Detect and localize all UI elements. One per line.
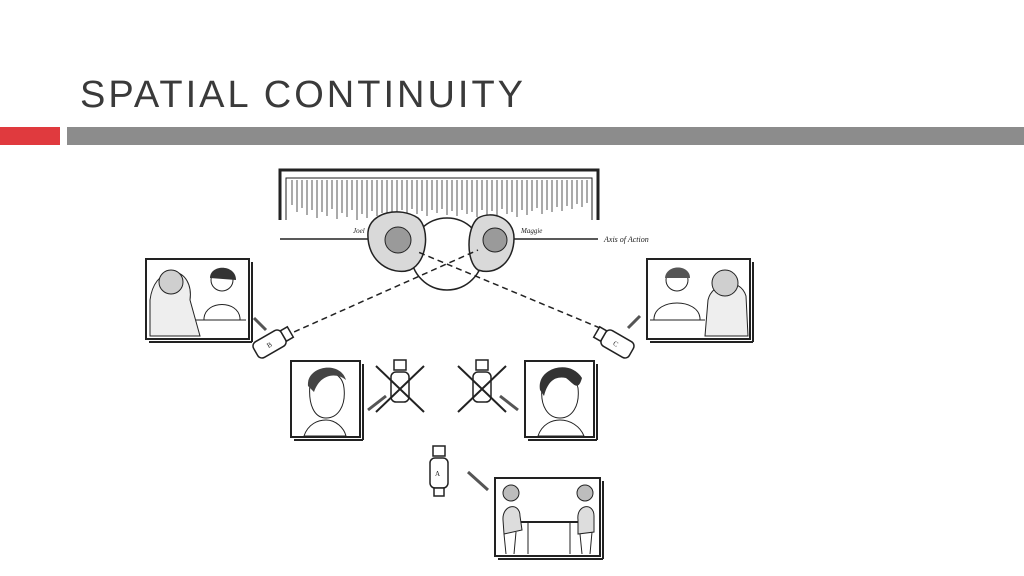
camera-sight-lines: [284, 249, 601, 337]
forbidden-camera-right-icon: [457, 359, 519, 413]
camera-b-label: B: [265, 340, 273, 349]
title-rule-bar: [67, 127, 1024, 145]
camera-a-icon: A: [429, 445, 490, 497]
camera-a-label: A: [435, 470, 440, 478]
character-left-label: Joel: [353, 227, 365, 235]
slide-title: SPATIAL CONTINUITY: [80, 74, 527, 116]
camera-c-icon: C: [592, 314, 642, 359]
title-accent-bar: [0, 127, 60, 145]
frame-two-shot: [494, 477, 604, 560]
overhead-scene: [367, 211, 515, 291]
frame-over-shoulder-left: [145, 258, 253, 343]
set-backdrop: [278, 168, 600, 220]
forbidden-camera-left-icon: [367, 359, 425, 413]
camera-b-icon: B: [252, 316, 295, 359]
axis-of-action-diagram: Axis of Action Joel Maggie: [145, 168, 754, 560]
frame-over-shoulder-right: [646, 258, 754, 343]
character-right-label: Maggie: [520, 227, 542, 235]
frame-closeup-left: [290, 360, 364, 441]
frame-closeup-right: [524, 360, 598, 441]
axis-of-action-label: Axis of Action: [603, 235, 649, 244]
camera-c-label: C: [612, 339, 620, 348]
